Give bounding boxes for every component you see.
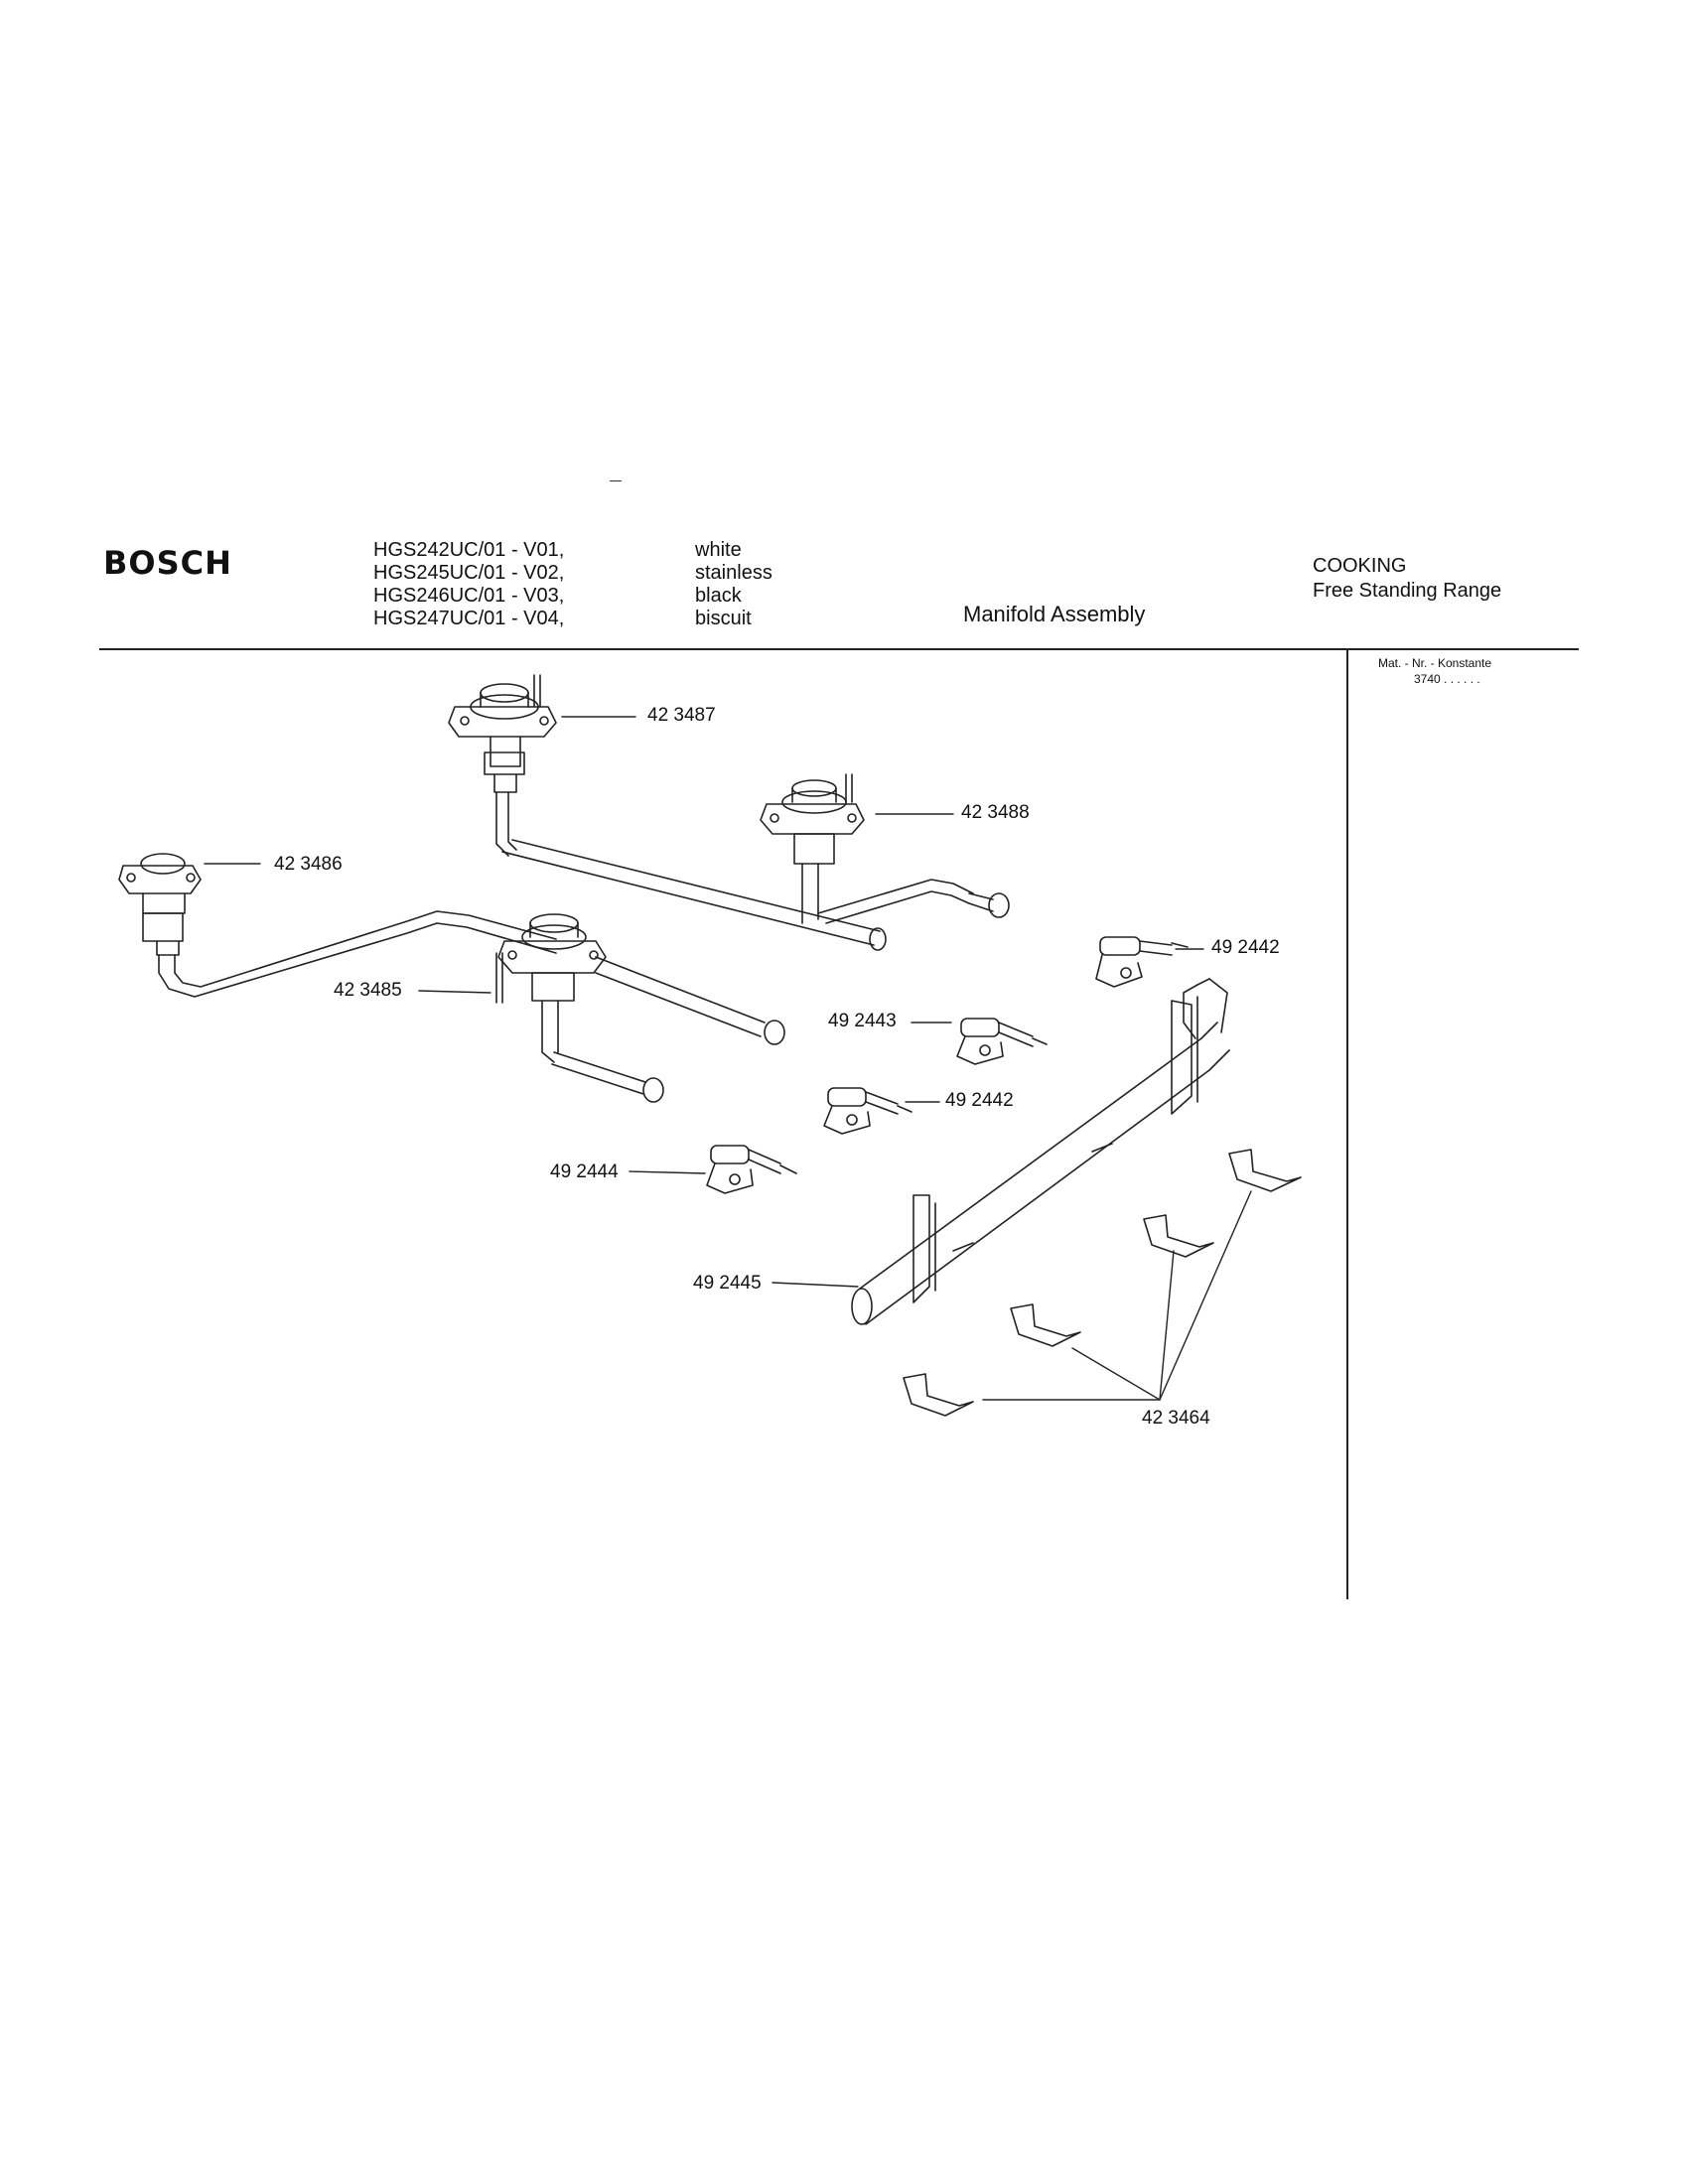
leader-lines [204, 716, 1252, 1401]
pipe-fitting [642, 1077, 664, 1103]
color-item: stainless [695, 562, 772, 584]
pipe-fitting [988, 892, 1010, 918]
color-item: biscuit [695, 608, 752, 629]
model-item: HGS247UC/01 - V04, [373, 608, 565, 629]
orifice-492444 [706, 1145, 797, 1194]
burner-valve-423486 [118, 853, 557, 998]
category-block: COOKING Free Standing Range [1313, 554, 1501, 604]
orifice-492442-right [1095, 936, 1189, 988]
page-title: Manifold Assembly [963, 602, 1146, 626]
pipe-fitting [869, 927, 887, 951]
side-divider [1346, 648, 1348, 1599]
orifice-492443 [956, 1018, 1048, 1065]
model-item: HGS246UC/01 - V03, [373, 585, 565, 607]
part-number-492443: 49 2443 [828, 1011, 897, 1031]
color-list: white stainless black biscuit [695, 539, 772, 630]
part-number-492442-right: 49 2442 [1211, 937, 1280, 958]
category: COOKING [1313, 555, 1407, 577]
subcategory: Free Standing Range [1313, 580, 1502, 602]
pipe-423488-end [968, 892, 994, 912]
part-number-423487: 42 3487 [647, 705, 716, 726]
burner-valve-423487 [448, 674, 557, 857]
part-number-423486: 42 3486 [274, 854, 343, 875]
part-number-423464: 42 3464 [1142, 1408, 1210, 1429]
pipe-fitting [764, 1020, 785, 1045]
bracket-423464 [903, 1149, 1302, 1417]
part-number-492442-middle: 49 2442 [945, 1090, 1014, 1111]
material-value: 3740 . . . . . . [1414, 672, 1480, 686]
burner-valve-423485 [495, 913, 766, 1095]
brand-logo: BOSCH [103, 544, 232, 582]
material-panel: Mat. - Nr. - Konstante 3740 . . . . . . [1378, 655, 1491, 687]
header-divider [99, 648, 1579, 650]
part-number-423488: 42 3488 [961, 802, 1030, 823]
model-item: HGS242UC/01 - V01, [373, 539, 565, 561]
model-item: HGS245UC/01 - V02, [373, 562, 565, 584]
model-list: HGS242UC/01 - V01, HGS245UC/01 - V02, HG… [373, 539, 564, 630]
orifice-492442-middle [823, 1087, 912, 1135]
manifold-bar-492445 [851, 978, 1230, 1325]
pipe-423487 [501, 839, 881, 946]
header-dash [610, 480, 622, 481]
color-item: black [695, 585, 742, 607]
color-item: white [695, 539, 742, 561]
part-number-423485: 42 3485 [334, 980, 402, 1001]
part-number-492444: 49 2444 [550, 1161, 619, 1182]
material-label: Mat. - Nr. - Konstante [1378, 656, 1492, 670]
burner-valve-423488 [760, 773, 974, 924]
part-number-492445: 49 2445 [693, 1273, 762, 1294]
